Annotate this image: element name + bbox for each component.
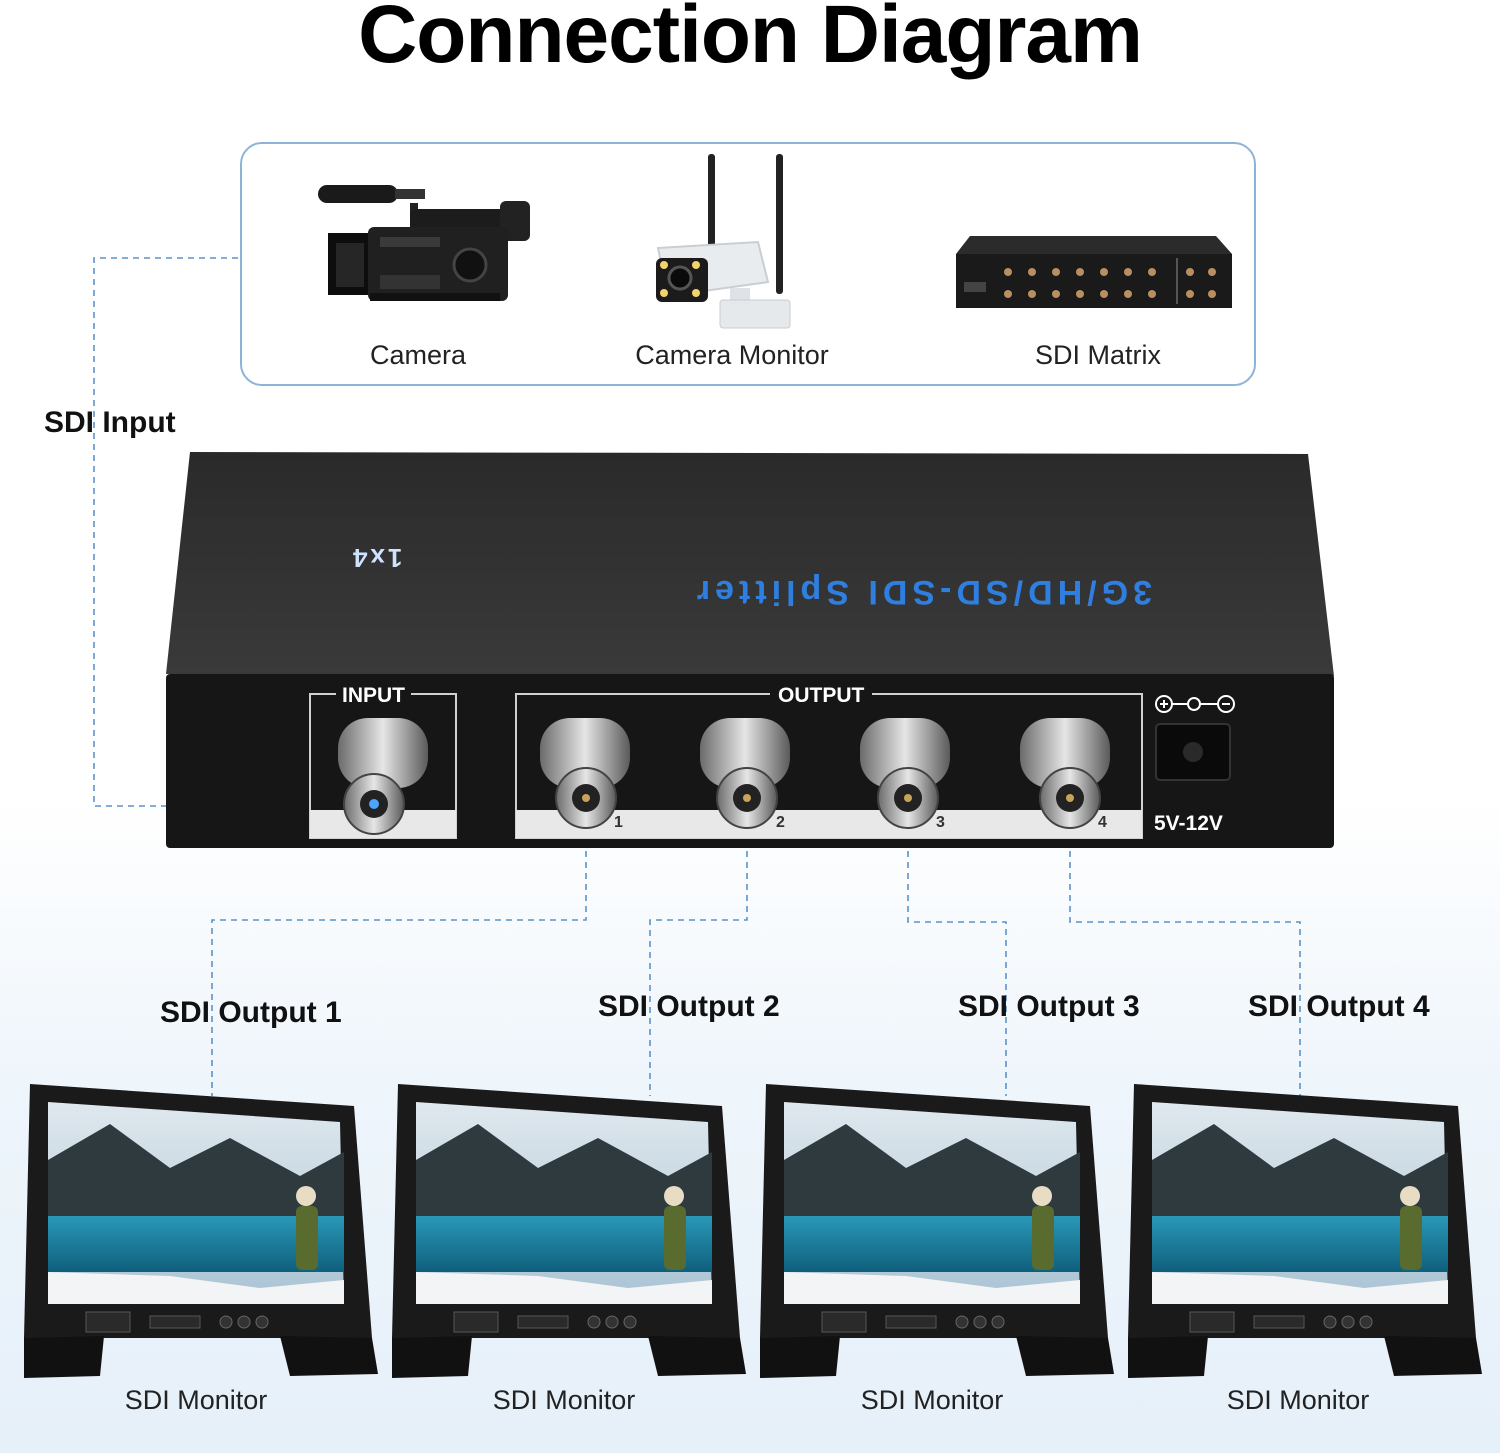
sdi-monitor-4	[1127, 1083, 1483, 1379]
bnc-output-4-connector	[1020, 718, 1110, 829]
sdi-input-label: SDI Input	[44, 406, 176, 439]
output-3-connection-line	[907, 818, 1007, 1096]
sdi-output-1-label: SDI Output 1	[160, 996, 342, 1029]
bnc-output-2-connector	[700, 718, 790, 829]
sdi-monitor-3-label: SDI Monitor	[860, 1385, 1004, 1415]
bnc-output-3-connector	[860, 718, 950, 829]
input-port-label: INPUT	[336, 684, 411, 708]
bnc-input-connector	[338, 718, 428, 835]
sdi-monitor-1	[23, 1083, 379, 1379]
sdi-monitors	[23, 1083, 1483, 1379]
source-label-sdi-matrix: SDI Matrix	[1034, 340, 1161, 370]
security-camera-icon	[656, 154, 791, 329]
sdi-matrix-icon	[956, 236, 1232, 308]
bnc-output-1-connector	[540, 718, 630, 829]
source-label-camera-monitor: Camera Monitor	[635, 340, 829, 370]
sdi-output-3-label: SDI Output 3	[958, 990, 1140, 1023]
output-group-label: OUTPUT	[770, 684, 873, 708]
sdi-monitor-4-label: SDI Monitor	[1226, 1385, 1370, 1415]
dc-power-jack	[1155, 723, 1231, 781]
power-rating-label: 5V-12V	[1154, 812, 1223, 835]
output-2-connection-line	[649, 818, 748, 1096]
sdi-splitter-device	[166, 452, 1334, 848]
output-number-1: 1	[614, 814, 623, 831]
page-title: Connection Diagram	[358, 0, 1143, 80]
output-number-3: 3	[936, 814, 945, 831]
sdi-monitor-1-label: SDI Monitor	[124, 1385, 268, 1415]
sdi-output-2-label: SDI Output 2	[598, 990, 780, 1023]
output-number-4: 4	[1098, 814, 1107, 831]
polarity-icon	[1155, 695, 1235, 713]
sdi-monitor-2-label: SDI Monitor	[492, 1385, 636, 1415]
sdi-monitor-3	[759, 1083, 1115, 1379]
device-model-label: 1x4	[350, 543, 403, 573]
device-name-label: 3G/HD/SD-SDI Splitter	[691, 573, 1152, 611]
output-number-2: 2	[776, 814, 785, 831]
output-4-connection-line	[1069, 818, 1301, 1096]
camcorder-icon	[318, 185, 530, 301]
output-1-connection-line	[211, 818, 587, 1096]
sdi-output-4-label: SDI Output 4	[1248, 990, 1430, 1023]
source-label-camera: Camera	[369, 340, 467, 370]
sdi-monitor-2	[391, 1083, 747, 1379]
